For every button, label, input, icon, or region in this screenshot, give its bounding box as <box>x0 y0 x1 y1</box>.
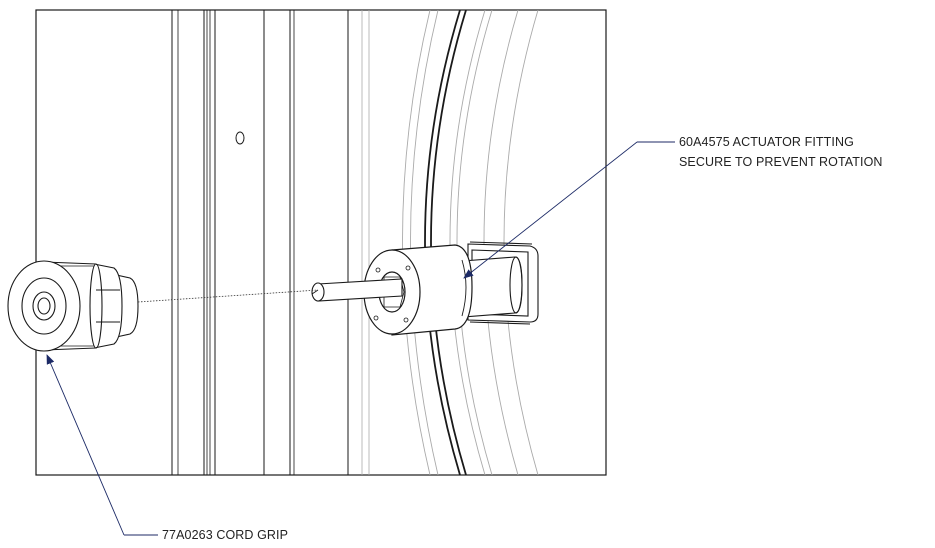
cord-grip-part <box>7 260 139 352</box>
cord-grip-leader <box>46 354 158 536</box>
actuator-leader <box>463 141 675 279</box>
enclosure-panel <box>35 9 607 476</box>
actuator-callout-line2: SECURE TO PREVENT ROTATION <box>679 155 883 169</box>
cord-grip-callout-label: 77A0263 CORD GRIP <box>162 528 289 542</box>
vertical-rails <box>171 10 370 475</box>
probe-shaft <box>311 278 403 302</box>
actuator-callout-line1: 60A4575 ACTUATOR FITTING <box>679 135 854 149</box>
door-arcs <box>402 10 539 475</box>
actuator-callout-label: 60A4575 ACTUATOR FITTING SECURE TO PREVE… <box>679 132 883 172</box>
alignment-line <box>137 289 319 303</box>
mounting-hole <box>235 131 245 145</box>
